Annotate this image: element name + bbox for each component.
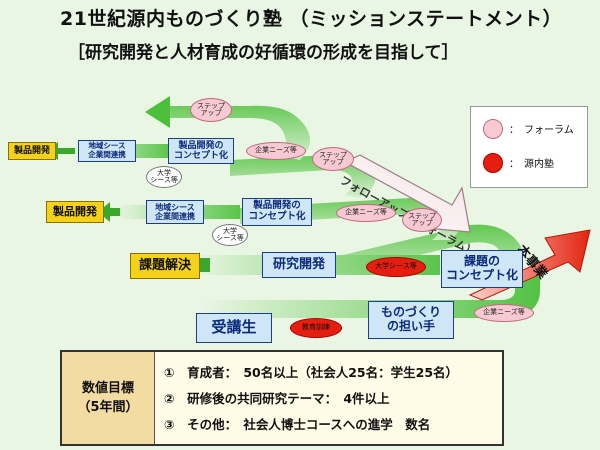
regional-top-line2: 企業間連携 (88, 150, 126, 159)
oval-stepup-upper-line1: ステップ (319, 150, 347, 159)
monozukuri-line1: ものづくり (380, 305, 441, 320)
product-top-label: 製品開発 (13, 145, 50, 156)
page-title: 21世紀源内ものづくり塾 （ミッションステートメント） (60, 8, 563, 30)
solution-label: 課題解決 (138, 257, 191, 273)
legend-forum-label: ： フォーラム (509, 125, 574, 136)
monozukuri-box: ものづくり の担い手 (368, 301, 454, 339)
legend-gennai-label: ： 源内塾 (509, 159, 554, 170)
oval-corp-needs-upper-label: 企業ニーズ等 (255, 146, 297, 155)
legend-gennai-swatch (483, 153, 503, 173)
oval-stepup-top-line1: ステップ (197, 101, 225, 110)
product-mid-label: 製品開発 (53, 204, 97, 218)
oval-univ-seeds-upper: 大学 シース等 (146, 166, 182, 188)
oval-stepup-mid-line2: アップ (411, 219, 433, 227)
regional-mid-line2: 企業間連携 (155, 212, 195, 221)
product-concept-mid-line1: 製品開発の (253, 200, 301, 212)
arrow-to-product-mid (98, 202, 122, 222)
goals-label: 数値目標 （5年間） (62, 352, 155, 444)
issue-concept-box: 課題の コンセプト化 (441, 250, 523, 288)
research-label: 研究開発 (272, 256, 325, 272)
oval-stepup-top: ステップ アップ (190, 98, 232, 122)
regional-mid-line1: 地域シース (155, 202, 195, 212)
bottom-flow-band (200, 270, 540, 318)
oval-corp-needs-mid-label: 企業ニーズ等 (345, 208, 387, 217)
research-box: 研究開発 (262, 252, 336, 278)
oval-corp-needs-mid: 企業ニーズ等 (336, 204, 396, 222)
oval-univ-seeds-mid: 大学 シース等 (212, 224, 248, 246)
goals-label-line2: （5年間） (77, 400, 139, 415)
oval-stepup-mid: ステップ アップ (402, 208, 442, 232)
product-concept-mid-box: 製品開発の コンセプト化 (242, 198, 312, 226)
middle-flow-band (330, 224, 523, 285)
goals-panel: 数値目標 （5年間） ① 育成者： 50名以上（社会人25名：学生25名） ② … (60, 350, 504, 446)
goals-label-line1: 数値目標 (81, 380, 134, 396)
product-top-box: 製品開発 (8, 142, 56, 160)
page-subtitle: ［研究開発と人材育成の好循環の形成を目指して］ (68, 43, 459, 63)
oval-univ-seeds-upper-line2: シース等 (150, 176, 178, 184)
top-flow-band (170, 105, 310, 160)
goal-line-3: ③ その他： 社会人博士コースへの進学 数名 (164, 417, 431, 432)
goal-line-1: ① 育成者： 50名以上（社会人25名：学生25名） (164, 365, 459, 380)
oval-univ-seeds-bottom-label: 大学シース等 (375, 262, 417, 271)
legend: ： フォーラム ： 源内塾 (470, 106, 588, 188)
oval-stepup-upper: ステップ アップ (312, 147, 354, 171)
oval-corp-needs-upper: 企業ニーズ等 (246, 142, 306, 160)
oval-stepup-top-line2: アップ (200, 109, 222, 117)
oval-univ-seeds-upper-line1: 大学 (157, 168, 171, 177)
oval-education: 教育訓練 (290, 318, 342, 338)
trainee-box: 受講生 (196, 313, 272, 343)
product-concept-top-box: 製品開発の コンセプト化 (168, 138, 234, 164)
monozukuri-line2: の担い手 (386, 319, 435, 333)
regional-top-line1: 地域シース (88, 141, 126, 151)
regional-top-box: 地域シース 企業間連携 (78, 140, 136, 162)
oval-univ-seeds-bottom: 大学シース等 (366, 257, 426, 277)
issue-concept-line1: 課題の (463, 254, 500, 269)
legend-forum-swatch (483, 119, 503, 139)
product-concept-top-line1: 製品開発の (178, 140, 224, 151)
solution-box: 課題解決 (130, 253, 200, 279)
oval-corp-needs-bottom: 企業ニーズ等 (474, 304, 534, 322)
oval-univ-seeds-mid-line2: シース等 (216, 234, 244, 242)
product-concept-mid-line2: コンセプト化 (248, 211, 306, 222)
oval-stepup-upper-line2: アップ (322, 158, 344, 166)
trainee-label: 受講生 (211, 318, 257, 337)
oval-stepup-mid-line1: ステップ (408, 211, 436, 220)
oval-univ-seeds-mid-line1: 大学 (223, 226, 237, 235)
oval-education-label: 教育訓練 (302, 323, 330, 332)
oval-corp-needs-bottom-label: 企業ニーズ等 (483, 308, 525, 317)
product-concept-top-line2: コンセプト化 (173, 151, 228, 161)
top-arrowhead (145, 96, 170, 128)
issue-concept-line2: コンセプト化 (445, 268, 518, 282)
product-mid-box: 製品開発 (46, 201, 104, 223)
regional-mid-box: 地域シース 企業間連携 (146, 200, 204, 224)
goal-line-2: ② 研修後の共同研究テーマ： 4件以上 (164, 391, 390, 406)
